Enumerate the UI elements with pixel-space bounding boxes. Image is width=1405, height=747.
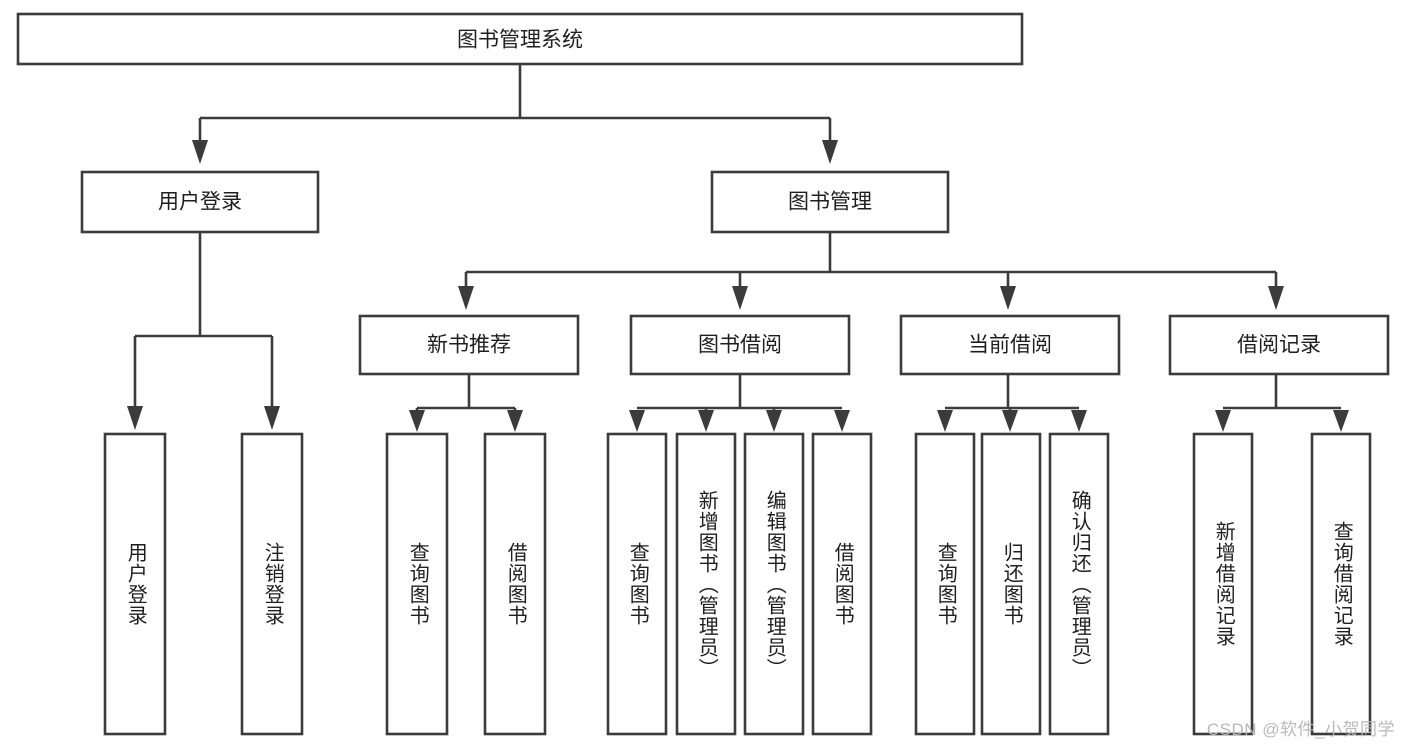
node-current-borrow-box[interactable]: [899, 314, 1121, 376]
node-book-management-label: 图书管理: [788, 191, 872, 214]
node-borrow-record[interactable]: 借阅记录: [1168, 314, 1390, 376]
arrowhead-leaf-query-books-current: [937, 410, 953, 432]
arrowhead-leaf-query-borrow-record: [1333, 410, 1349, 432]
node-leaf-borrow-book-box[interactable]: [811, 432, 873, 736]
node-leaf-confirm-return-admin-box[interactable]: [1048, 432, 1110, 736]
node-user-login-box[interactable]: [80, 170, 320, 234]
node-root-label: 图书管理系统: [457, 29, 583, 52]
node-root-box[interactable]: [16, 12, 1024, 66]
node-book-management-box[interactable]: [710, 170, 950, 234]
edge-group-book-management: [458, 232, 1284, 310]
edge-group-book-borrow: [629, 374, 850, 432]
arrowhead-leaf-confirm-return-admin: [1071, 410, 1087, 432]
node-leaf-edit-book-admin-box[interactable]: [743, 432, 805, 736]
arrowhead-leaf-add-book-admin: [698, 410, 714, 432]
edge-group-new-book-recommend: [409, 374, 523, 432]
node-leaf-query-books-rec-box[interactable]: [385, 432, 449, 736]
node-root[interactable]: 图书管理系统: [16, 12, 1024, 66]
node-new-book-recommend-label: 新书推荐: [427, 334, 511, 357]
arrowhead-leaf-borrow-book: [834, 410, 850, 432]
node-leaf-query-books-current-box[interactable]: [914, 432, 976, 736]
arrowhead-current-borrow: [1000, 286, 1016, 310]
node-leaf-query-borrow-record-box[interactable]: [1310, 432, 1372, 736]
node-leaf-add-book-admin-box[interactable]: [675, 432, 737, 736]
arrowhead-leaf-borrow-books-rec: [507, 410, 523, 432]
node-current-borrow-label: 当前借阅: [968, 334, 1052, 357]
node-book-borrow-label: 图书借阅: [698, 334, 782, 357]
arrowhead-book-borrow: [732, 286, 748, 310]
arrowhead-leaf-query-books-rec: [409, 410, 425, 432]
node-book-borrow-box[interactable]: [629, 314, 851, 376]
node-borrow-record-box[interactable]: [1168, 314, 1390, 376]
node-new-book-recommend[interactable]: 新书推荐: [358, 314, 580, 376]
node-leaf-add-borrow-record-box[interactable]: [1192, 432, 1254, 736]
edge-group-user-login: [127, 232, 280, 430]
node-new-book-recommend-box[interactable]: [358, 314, 580, 376]
arrowhead-new-book-recommend: [458, 286, 474, 310]
node-leaf-user-login-box[interactable]: [103, 432, 167, 736]
node-leaf-borrow-books-rec-box[interactable]: [483, 432, 547, 736]
node-book-management[interactable]: 图书管理: [710, 170, 950, 234]
node-book-borrow[interactable]: 图书借阅: [629, 314, 851, 376]
arrowhead-leaf-add-borrow-record: [1215, 410, 1231, 432]
arrowhead-leaf-edit-book-admin: [766, 410, 782, 432]
node-leaf-logout-box[interactable]: [240, 432, 304, 736]
watermark-text: CSDN @软件_小贺同学: [1206, 720, 1395, 739]
node-current-borrow[interactable]: 当前借阅: [899, 314, 1121, 376]
node-leaf-query-books-borrow-box[interactable]: [606, 432, 668, 736]
node-user-login[interactable]: 用户登录: [80, 170, 320, 234]
node-leaf-return-book-box[interactable]: [980, 432, 1042, 736]
leaf-boxes: [103, 432, 1372, 736]
node-user-login-label: 用户登录: [158, 191, 242, 214]
arrowhead-leaf-logout: [264, 406, 280, 430]
node-borrow-record-label: 借阅记录: [1237, 334, 1321, 357]
arrowhead-leaf-return-book: [1002, 410, 1018, 432]
edge-group-current-borrow: [937, 374, 1087, 432]
edge-group-root: [192, 64, 838, 164]
arrowhead-leaf-user-login: [127, 406, 143, 430]
arrowhead-user-login: [192, 140, 208, 164]
arrowhead-book-management: [822, 140, 838, 164]
edge-group-borrow-record: [1215, 374, 1349, 432]
arrowhead-borrow-record: [1268, 286, 1284, 310]
arrowhead-leaf-query-books-borrow: [629, 410, 645, 432]
